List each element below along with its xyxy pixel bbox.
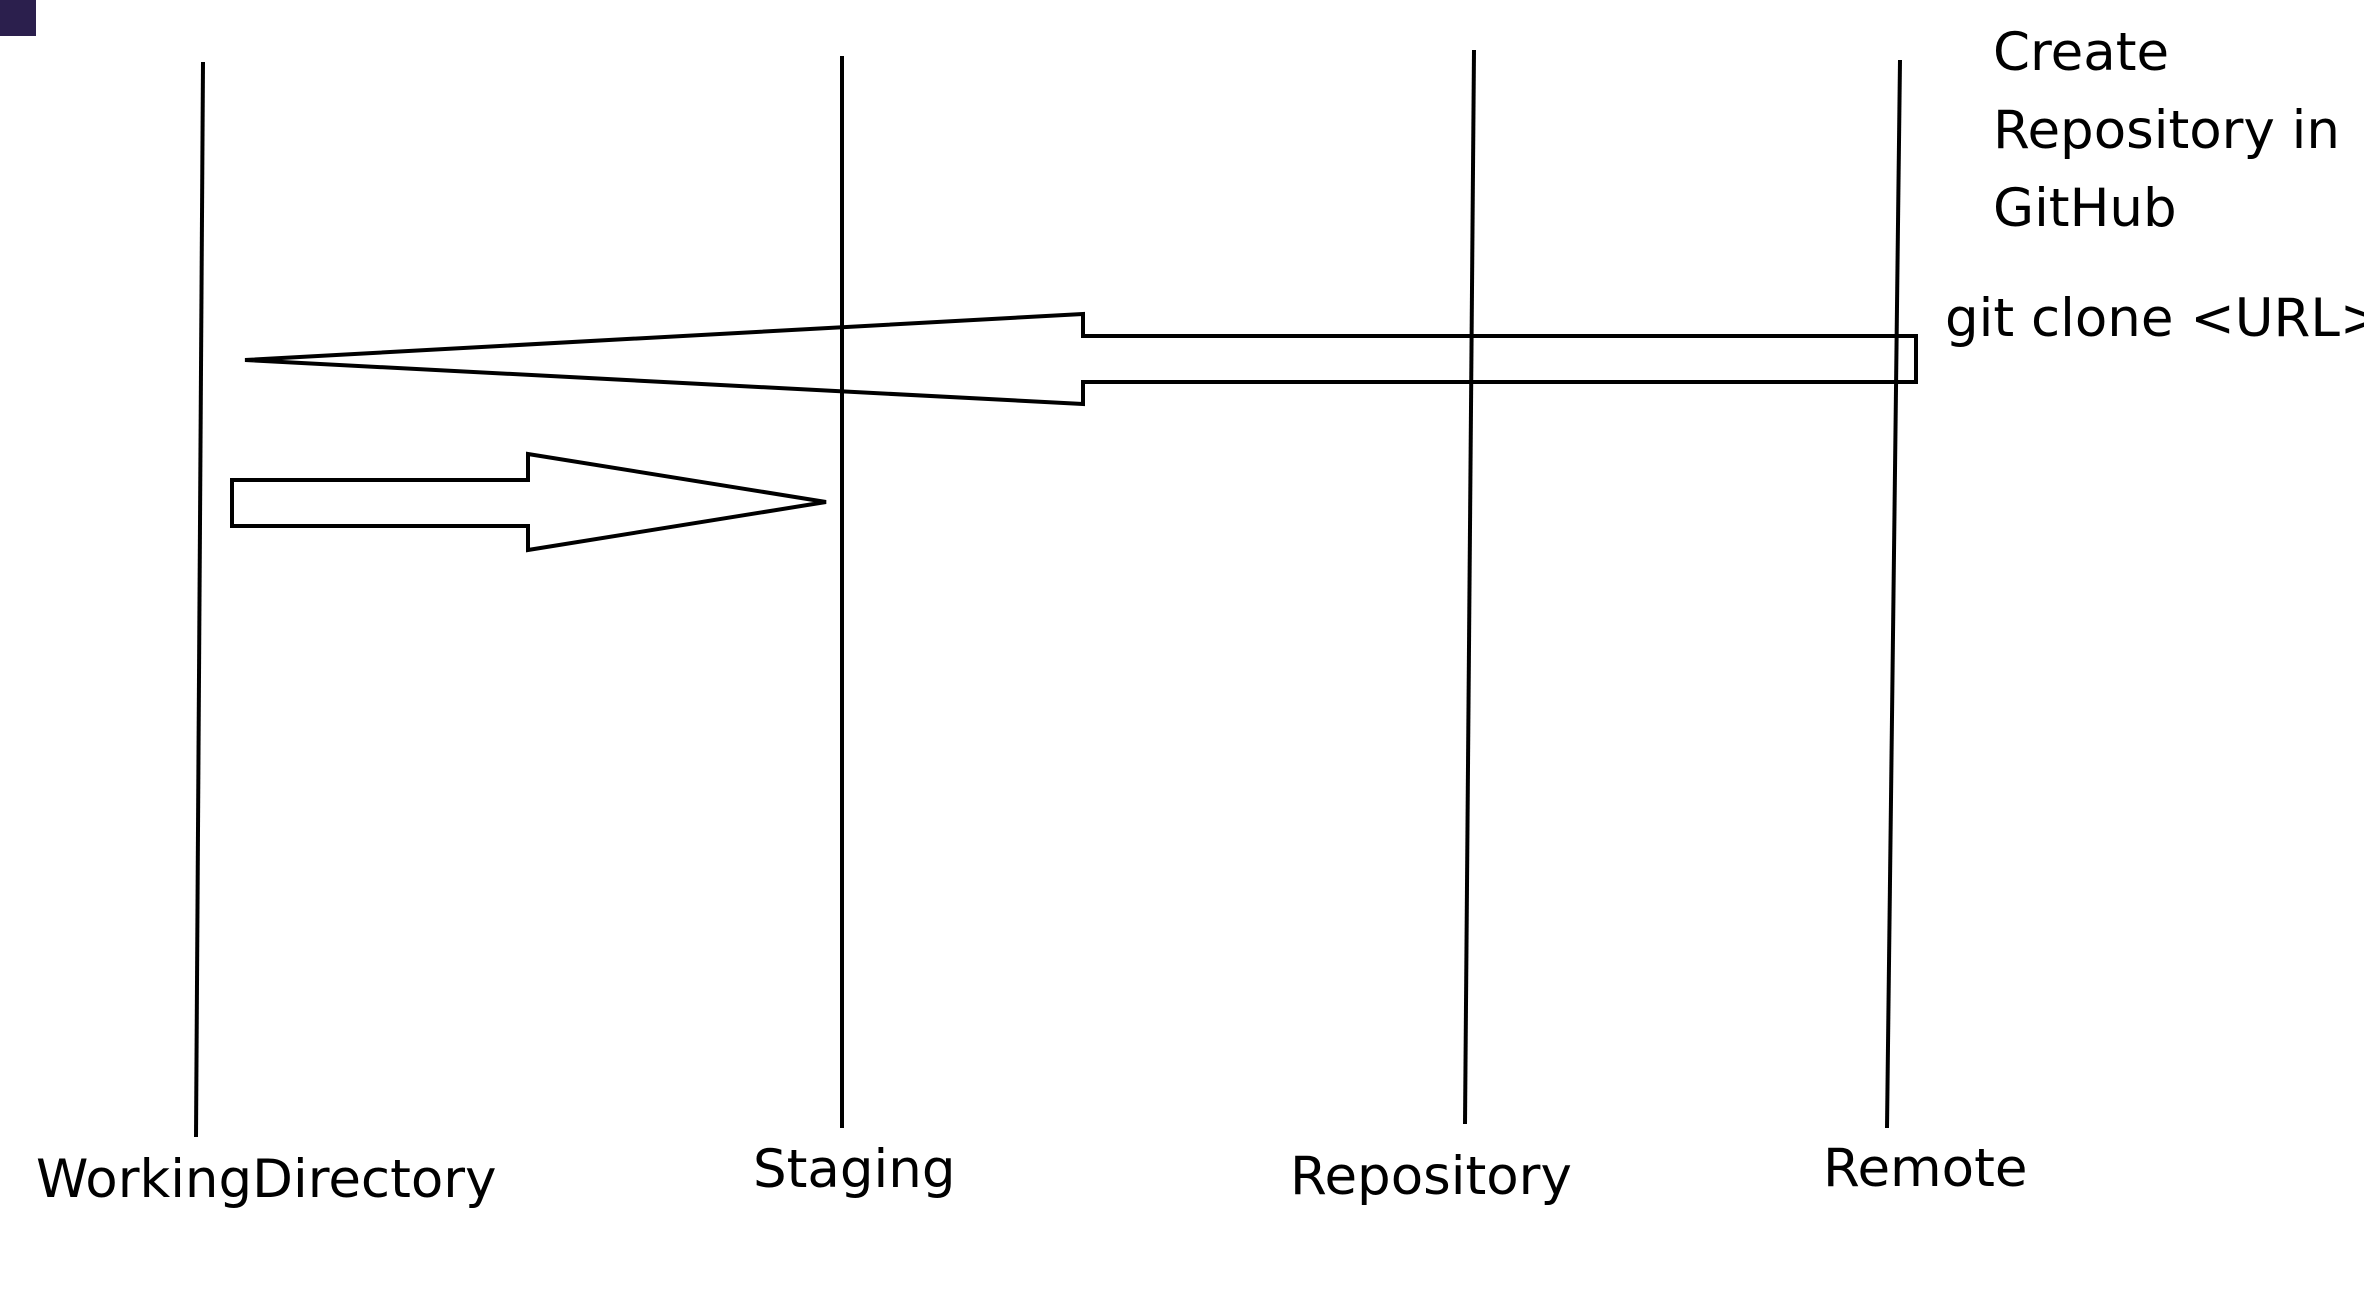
lane-label-working: WorkingDirectory [36,1149,497,1210]
lane-line-working [194,61,205,1138]
lane-line-repo [1463,49,1476,1125]
clone-arrow [244,311,1918,407]
create-repo-note-line: GitHub [1993,178,2177,239]
lane-line-remote [1885,59,1902,1129]
lane-label-remote: Remote [1823,1138,2028,1199]
add-arrow [230,451,827,553]
corner-mark [0,0,36,36]
create-repo-note: Create Repository in GitHub [1993,14,2353,248]
clone-command-label: git clone <URL> [1945,288,2364,349]
create-repo-note-line: Create [1993,22,2170,83]
lane-label-staging: Staging [753,1139,956,1200]
lane-label-repository: Repository [1290,1146,1572,1207]
create-repo-note-line: Repository in [1993,100,2340,161]
